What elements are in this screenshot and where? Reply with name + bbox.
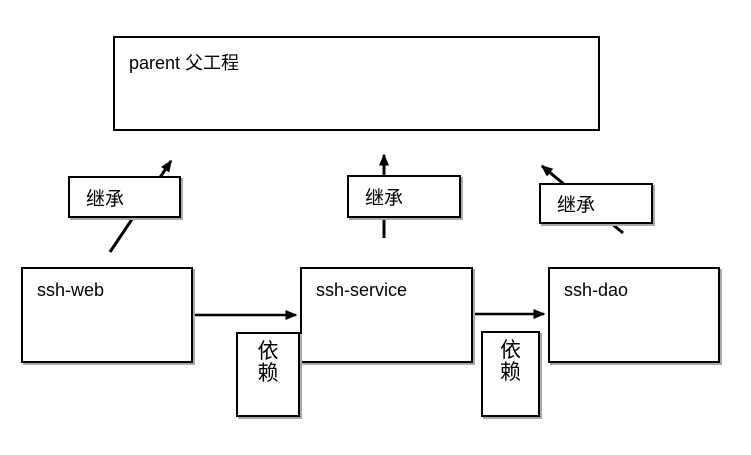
node-ssh-web: ssh-web <box>21 267 193 363</box>
node-ssh-web-label: ssh-web <box>37 280 105 300</box>
node-ssh-dao-label: ssh-dao <box>564 280 629 300</box>
node-parent: parent 父工程 <box>113 36 600 131</box>
edge-label-inherit-ssh-dao-text: 继承 <box>557 195 596 216</box>
edge-label-depend-ssh-service-ssh-dao-text: 依赖 <box>499 339 521 384</box>
node-ssh-service: ssh-service <box>300 267 473 363</box>
edge-label-depend-ssh-web-ssh-service: 依赖 <box>236 332 300 417</box>
edge-label-inherit-ssh-service-text: 继承 <box>365 188 404 209</box>
node-ssh-dao: ssh-dao <box>548 267 720 363</box>
node-parent-label: parent 父工程 <box>129 53 240 73</box>
node-ssh-service-label: ssh-service <box>316 280 408 300</box>
edge-label-depend-ssh-web-ssh-service-text: 依赖 <box>257 340 279 385</box>
edge-label-inherit-ssh-web-text: 继承 <box>86 188 125 210</box>
edge-label-depend-ssh-service-ssh-dao: 依赖 <box>481 331 540 417</box>
edge-label-inherit-ssh-dao: 继承 <box>539 183 653 224</box>
edge-label-inherit-ssh-service: 继承 <box>347 175 461 218</box>
edge-label-inherit-ssh-web: 继承 <box>68 176 181 218</box>
